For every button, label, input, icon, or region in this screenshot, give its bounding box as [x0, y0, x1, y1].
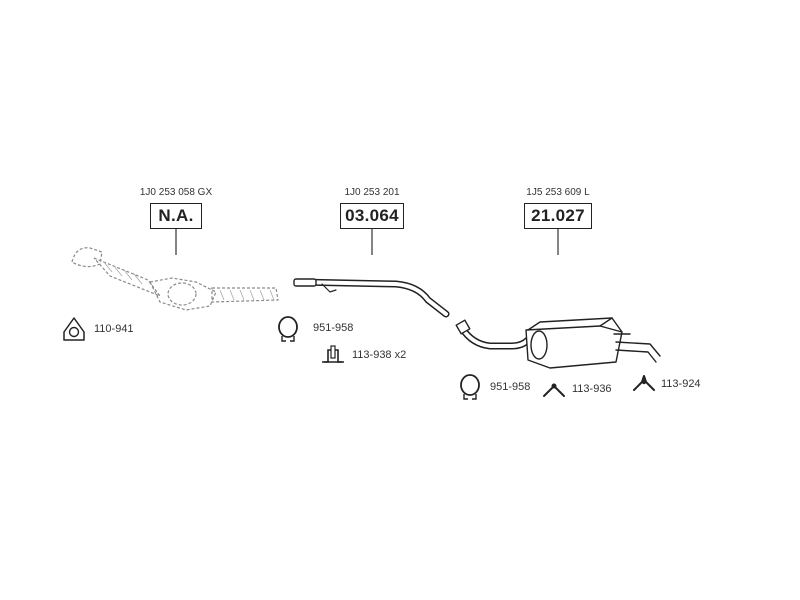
- gasket-label[interactable]: 110-941: [94, 323, 134, 335]
- rear-silencer-illustration: [455, 317, 661, 369]
- hanger-a-label[interactable]: 113-936: [572, 383, 612, 395]
- oe-number-rear: 1J5 253 609 L: [526, 187, 590, 198]
- bracket-icon: [322, 345, 344, 363]
- catalytic-converter-illustration: [71, 247, 279, 311]
- clamp-icon: [278, 316, 298, 342]
- clamp-rear-label[interactable]: 951-958: [490, 381, 531, 393]
- clamp-front-label[interactable]: 951-958: [313, 322, 354, 334]
- hanger-icon: [543, 383, 565, 397]
- catalytic-converter-hatching: [103, 261, 275, 301]
- hanger-b-label[interactable]: 113-924: [661, 378, 701, 390]
- hanger-icon: [633, 375, 655, 391]
- part-code-rear[interactable]: 21.027: [524, 203, 592, 229]
- part-code-middle[interactable]: 03.064: [340, 203, 404, 229]
- part-code-front[interactable]: N.A.: [150, 203, 202, 229]
- gasket-icon: [63, 317, 85, 341]
- clamp-icon: [460, 374, 480, 400]
- oe-number-front: 1J0 253 058 GX: [139, 187, 213, 198]
- bracket-label[interactable]: 113-938 x2: [352, 349, 407, 361]
- middle-pipe-illustration: [293, 278, 450, 318]
- oe-number-middle: 1J0 253 201: [344, 187, 400, 198]
